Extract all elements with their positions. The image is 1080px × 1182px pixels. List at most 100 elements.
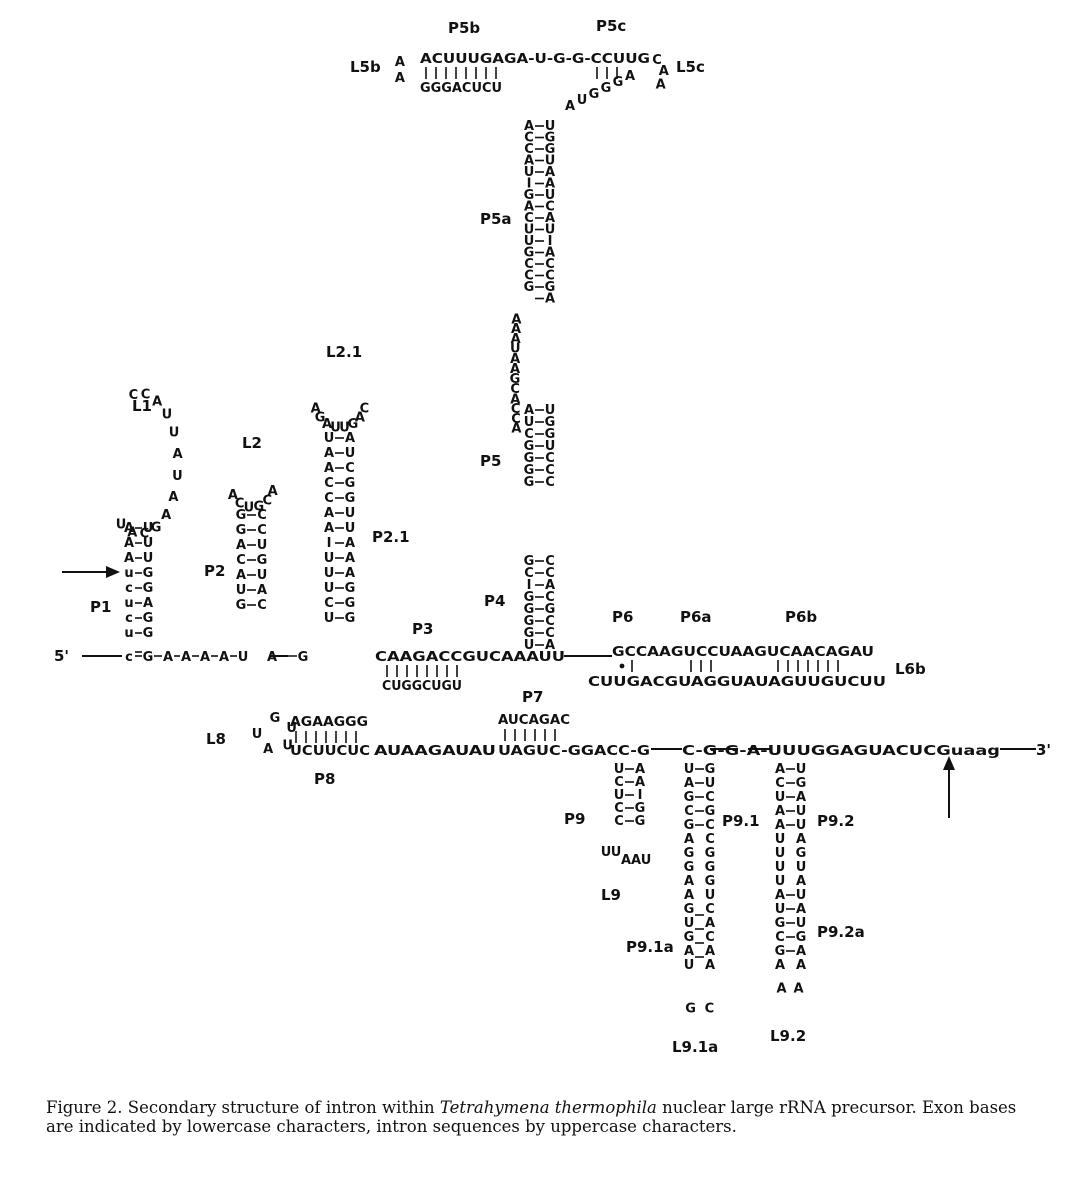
p7-ticks (504, 729, 556, 741)
p21-right-base: C (345, 461, 355, 476)
p3-top-strand: CAAGACCGUCAAAUU (375, 650, 565, 665)
p4-left-base: U (524, 638, 535, 653)
p5c-bottom-base: G (613, 75, 624, 90)
p91-right-base: A (705, 916, 715, 931)
l2-loop-base: A (228, 488, 238, 503)
p5a-right-base: A (545, 292, 555, 307)
p5a-right-base: U (545, 154, 556, 169)
label-P9: P9 (564, 810, 585, 828)
p21-left-base: U (324, 611, 335, 626)
p2-right-base: U (257, 568, 268, 583)
splice-site-arrow-3 (943, 756, 955, 818)
p5a-right-base: U (545, 223, 556, 238)
label-P2: P2 (204, 562, 225, 580)
p5a-left-base: I (527, 177, 532, 192)
l92-loop-base: A (776, 982, 786, 997)
spine-base: G (298, 650, 309, 665)
p21-left-base: C (324, 596, 334, 611)
label-P5: P5 (480, 452, 501, 470)
p4-right-base: C (545, 554, 555, 569)
p21-left-base: U (324, 566, 335, 581)
p5-left-base: A (524, 403, 534, 418)
p4-left-base: C (524, 566, 534, 581)
l1-loop-base: A (127, 526, 137, 541)
p21-right-base: U (345, 521, 356, 536)
p5a-left-base: G (524, 188, 535, 203)
p6-top-strand: GCCAAGUCCUAAGUCAACAGAU (612, 645, 874, 660)
l1-loop-base: C (140, 527, 150, 542)
p3-ticks (386, 665, 458, 677)
p4-right-base: C (545, 614, 555, 629)
p5c-bottom-base: A (565, 99, 575, 114)
p5-bulge-base: A (510, 362, 520, 377)
l1-loop-base: A (168, 490, 178, 505)
p92-right-base: U (796, 804, 807, 819)
p5-left-base: G (524, 451, 535, 466)
p5-bulge-base: A (511, 312, 521, 327)
p5a-left-base: C (524, 269, 534, 284)
p4-right-base: A (545, 638, 555, 653)
l1-loop-base: A (161, 508, 171, 523)
p91-right-base: C (705, 902, 715, 917)
l8-loop-base: A (263, 742, 273, 757)
p91-left-base: G (684, 902, 695, 917)
p2-right-base: A (257, 583, 267, 598)
p21-right-base: G (345, 476, 356, 491)
spine-base: c (125, 650, 133, 665)
p5a-right-base: G (545, 142, 556, 157)
p21-right-base: G (345, 596, 356, 611)
p2-right-base: C (257, 508, 267, 523)
p5a-left-base: G (524, 280, 535, 295)
p5-bulge-base: U (510, 342, 521, 357)
p1-right-base: U (143, 521, 154, 536)
label-L8: L8 (206, 730, 226, 748)
l5b-loop-base: A (395, 71, 405, 86)
l21-loop-base: G (348, 417, 359, 432)
p5a-right-base: G (545, 280, 556, 295)
p92-left-base: A (775, 818, 785, 833)
label-L5c: L5c (676, 58, 705, 76)
p5-left-base: G (524, 463, 535, 478)
l1-loop-base: A (152, 394, 162, 409)
l1-loop-base: U (162, 408, 173, 423)
p1-left-base: A (124, 551, 134, 566)
p4-left-base: G (524, 626, 535, 641)
p5c-bottom-base: G (601, 81, 612, 96)
rna-secondary-structure-diagram: CAAGACCGUCAAAUU CUGGCUGU ACUUUGAGA-U-G-G… (54, 17, 1051, 1056)
label-P6a: P6a (680, 608, 712, 626)
region-labels: L1 P1 L2 P2 L2.1 P2.1 P3 P4 P5 P5a P5b P… (90, 17, 926, 1056)
p5a-left-base: C (524, 257, 534, 272)
p4-left-base: I (527, 578, 532, 593)
l2-loop-base: A (268, 484, 278, 499)
p9-left-base: C (614, 775, 624, 790)
p92-right-base: A (796, 790, 806, 805)
p1-right-base: U (143, 536, 154, 551)
spine-base: A (200, 650, 210, 665)
l21-loop-base: C (360, 401, 370, 416)
p9-left-base: U (614, 788, 625, 803)
p5a-right-base: I (548, 234, 553, 249)
p5a-left-base: C (524, 211, 534, 226)
p5-right-base: C (545, 451, 555, 466)
p5b-top-strand: ACUUUGAGA-U-G-G-CCUUG (420, 52, 650, 67)
p92-left-base: A (775, 804, 785, 819)
p21-left-base: C (324, 491, 334, 506)
p5a-right-base: A (545, 177, 555, 192)
p21-right-base: G (345, 491, 356, 506)
p91-left-base: G (684, 790, 695, 805)
p5c-bottom-base: A (625, 69, 635, 84)
p5a-left-base: C (524, 131, 534, 146)
p92-right-base: U (796, 916, 807, 931)
label-P9.2: P9.2 (817, 812, 855, 830)
label-P6: P6 (612, 608, 633, 626)
p2-left-base: A (236, 538, 246, 553)
l8-loop-base: U (282, 738, 293, 753)
label-P5c: P5c (596, 17, 626, 35)
l21-loop-base: A (355, 410, 365, 425)
p92-right-base: G (796, 846, 807, 861)
p1-right-base: G (143, 626, 154, 641)
p1-left-base: u (124, 596, 133, 611)
spine-base: A (181, 650, 191, 665)
p91-right-base: A (705, 958, 715, 973)
